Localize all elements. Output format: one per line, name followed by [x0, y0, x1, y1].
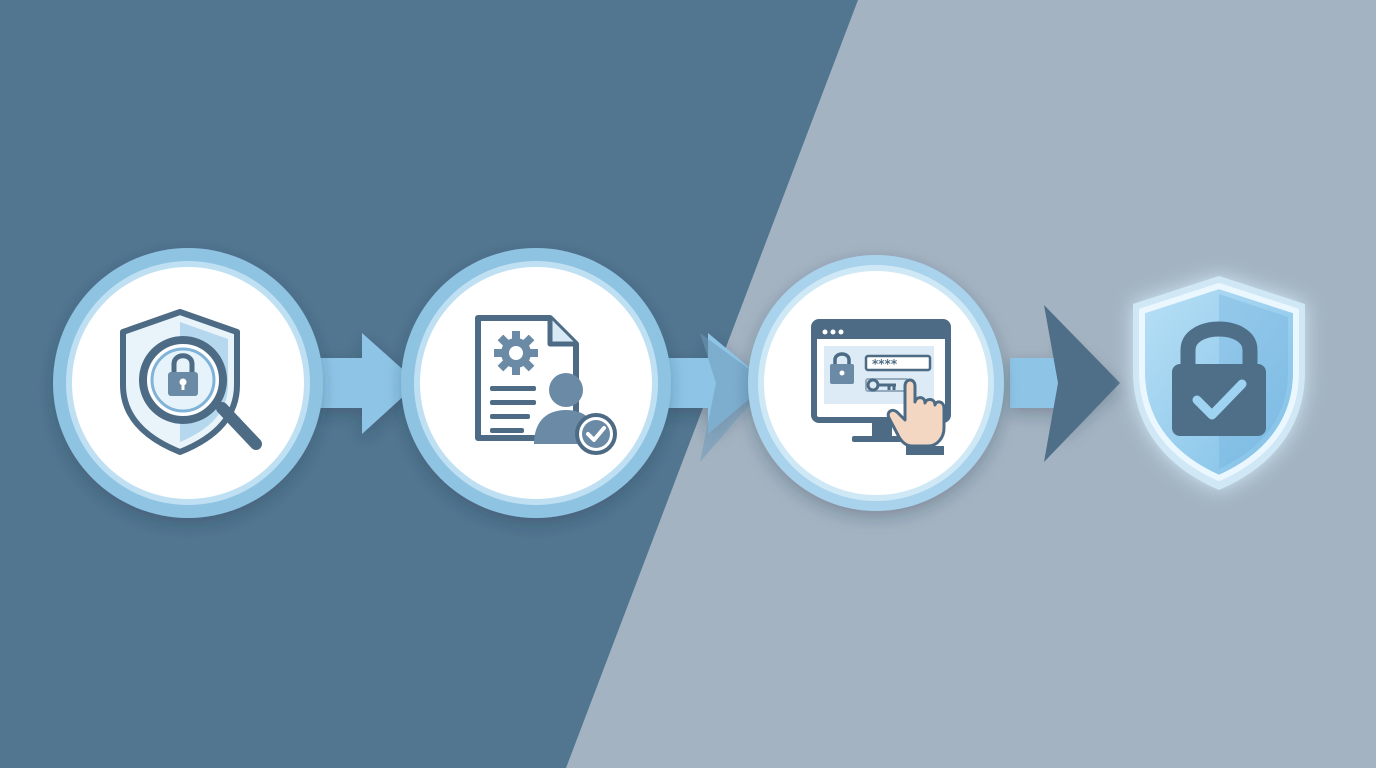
hand-cursor-icon [886, 378, 946, 455]
password-dots: **** [872, 357, 898, 371]
connector-configure-to-authenticate [664, 333, 768, 462]
shield-search-lock-icon [120, 309, 262, 455]
connector-arrow-2-tail-shade [700, 333, 768, 462]
shield-lock-check-icon [1133, 276, 1305, 490]
document-gear-user-check-icon [475, 315, 617, 455]
monitor-login-key-click-icon: **** [811, 319, 951, 455]
connector-authenticate-to-secured [1010, 305, 1120, 462]
connector-arrow-1 [318, 333, 418, 434]
connector-arrow-3-dark-head [1044, 305, 1120, 462]
connector-assess-to-configure [318, 333, 418, 434]
